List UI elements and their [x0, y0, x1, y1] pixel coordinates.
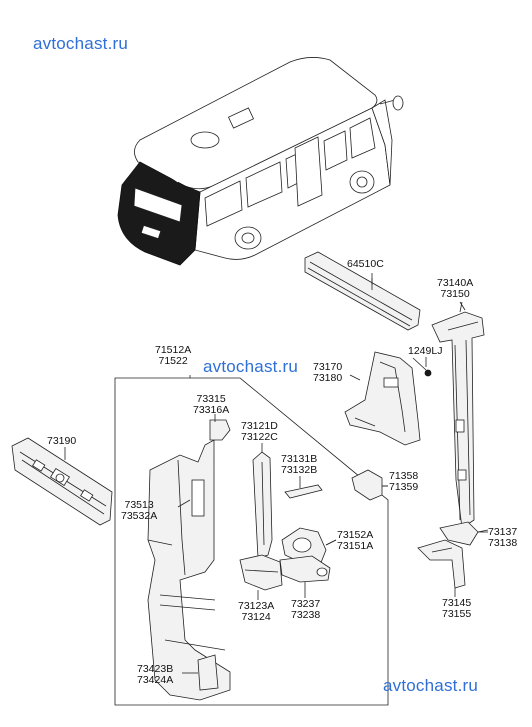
part-number: 71359	[389, 481, 419, 493]
part-73190	[11, 437, 113, 526]
label-73131b: 73131B 73132B	[281, 454, 317, 476]
part-number: 73237	[291, 598, 321, 610]
part-73121d	[252, 451, 273, 559]
part-number: 73150	[440, 288, 470, 300]
label-73237: 73237 73238	[291, 599, 320, 621]
part-73145	[417, 539, 466, 589]
part-73170	[344, 351, 421, 446]
part-number: 71522	[158, 355, 188, 367]
part-number: 71358	[389, 470, 419, 482]
part-number: 73124	[241, 611, 271, 623]
label-73140a: 73140A 73150	[437, 278, 473, 300]
part-number: 73145	[442, 597, 472, 609]
part-number: 73316A	[193, 404, 230, 416]
part-73315	[209, 419, 231, 441]
part-number: 1249LJ	[408, 345, 443, 357]
part-number: 73121D	[241, 420, 278, 432]
part-number: 73423B	[137, 663, 174, 675]
part-number: 73424A	[137, 674, 174, 686]
part-73237	[279, 555, 331, 583]
part-number: 73532A	[121, 510, 158, 522]
label-73423b: 73423B 73424A	[137, 664, 173, 686]
label-71358: 71358 71359	[389, 471, 418, 493]
bus-illustration	[117, 57, 404, 266]
label-73190: 73190	[47, 436, 76, 447]
part-73152a	[281, 527, 337, 566]
part-73140a	[431, 301, 485, 529]
part-number: 73238	[291, 609, 321, 621]
watermark-top: avtochast.ru	[33, 34, 129, 53]
part-73513	[147, 439, 231, 701]
part-number: 64510C	[347, 258, 384, 270]
part-73423b	[197, 654, 219, 691]
part-number: 73132B	[281, 464, 318, 476]
label-73145: 73145 73155	[442, 598, 471, 620]
assembly-frame	[114, 375, 389, 706]
part-73131b	[284, 484, 323, 499]
part-number: 73138	[488, 537, 518, 549]
label-73315: 73315 73316A	[193, 394, 229, 416]
label-1249lj: 1249LJ	[408, 346, 442, 357]
watermark-bottom: avtochast.ru	[383, 676, 479, 695]
part-number: 73190	[47, 435, 77, 447]
part-number: 73180	[313, 372, 343, 384]
part-number: 73123A	[238, 600, 275, 612]
watermark-middle: avtochast.ru	[203, 357, 299, 376]
label-71512a: 71512A 71522	[155, 345, 191, 367]
part-number: 73152A	[337, 529, 374, 541]
part-1249lj-screw	[412, 357, 432, 377]
label-73121d: 73121D 73122C	[241, 421, 278, 443]
part-number: 73151A	[337, 540, 374, 552]
part-number: 73155	[442, 608, 472, 620]
part-number: 73170	[313, 361, 343, 373]
part-number: 73140A	[437, 277, 474, 289]
part-number: 73315	[196, 393, 226, 405]
leader-lines	[64, 273, 488, 674]
part-number: 73137	[488, 526, 518, 538]
label-73152a: 73152A 73151A	[337, 530, 373, 552]
label-73170: 73170 73180	[313, 362, 342, 384]
label-73137: 73137 73138	[488, 527, 517, 549]
part-number: 73513	[124, 499, 154, 511]
part-73123a	[239, 554, 283, 591]
part-number: 73131B	[281, 453, 318, 465]
label-73123a: 73123A 73124	[238, 601, 274, 623]
label-73513: 73513 73532A	[121, 500, 157, 522]
part-number: 71512A	[155, 344, 192, 356]
part-number: 73122C	[241, 431, 278, 443]
label-64510c: 64510C	[347, 259, 384, 270]
